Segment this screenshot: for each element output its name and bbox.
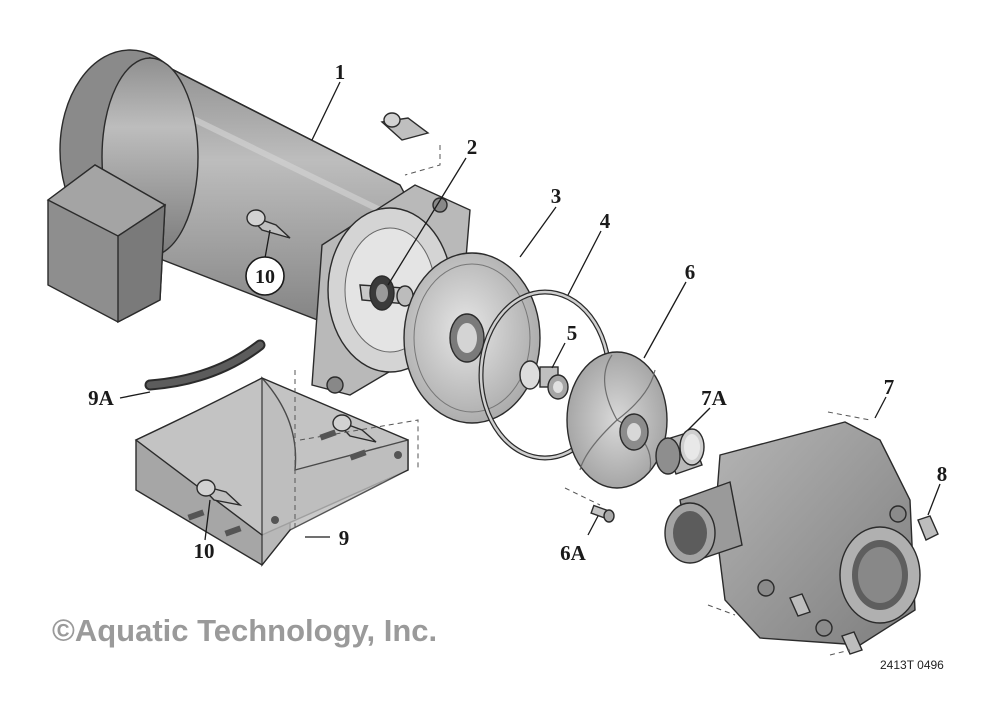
callout-10-upper-badge: 10 [245, 256, 285, 296]
figure-code: 2413T 0496 [880, 658, 944, 672]
callout-9: 9 [339, 526, 350, 550]
seal-plate-part-3 [403, 252, 541, 424]
callout-7: 7 [884, 375, 895, 399]
callout-10-upper: 10 [255, 266, 275, 288]
cap-screw-motor-part-10 [246, 209, 291, 239]
leader-lines [119, 81, 941, 541]
seal-assembly-part-5 [519, 360, 569, 400]
callout-6: 6 [685, 260, 696, 284]
cap-screw-upper-part-10 [380, 112, 430, 141]
screw-part-6a [590, 504, 615, 523]
callout-1: 1 [335, 60, 346, 84]
cap-screw-bracket-part-10 [196, 479, 243, 507]
copyright-notice: ©Aquatic Technology, Inc. [52, 613, 438, 648]
callout-5: 5 [567, 321, 578, 345]
alignment-lines [294, 145, 871, 656]
base-bracket-part-9 [134, 376, 409, 567]
callout-6a: 6A [560, 541, 587, 565]
plug-part-8 [789, 515, 939, 655]
wear-ring-part-7a [655, 428, 705, 475]
pump-casing-part-7 [664, 421, 921, 646]
impeller-part-6 [566, 351, 668, 489]
callout-8: 8 [937, 462, 948, 486]
rubber-strip-part-9a [144, 339, 266, 391]
callout-4: 4 [600, 209, 611, 233]
callout-9a: 9A [88, 386, 115, 410]
callout-10-lower: 10 [194, 539, 215, 563]
callout-7a: 7A [701, 386, 728, 410]
callout-2: 2 [467, 135, 478, 159]
callout-3: 3 [551, 184, 562, 208]
